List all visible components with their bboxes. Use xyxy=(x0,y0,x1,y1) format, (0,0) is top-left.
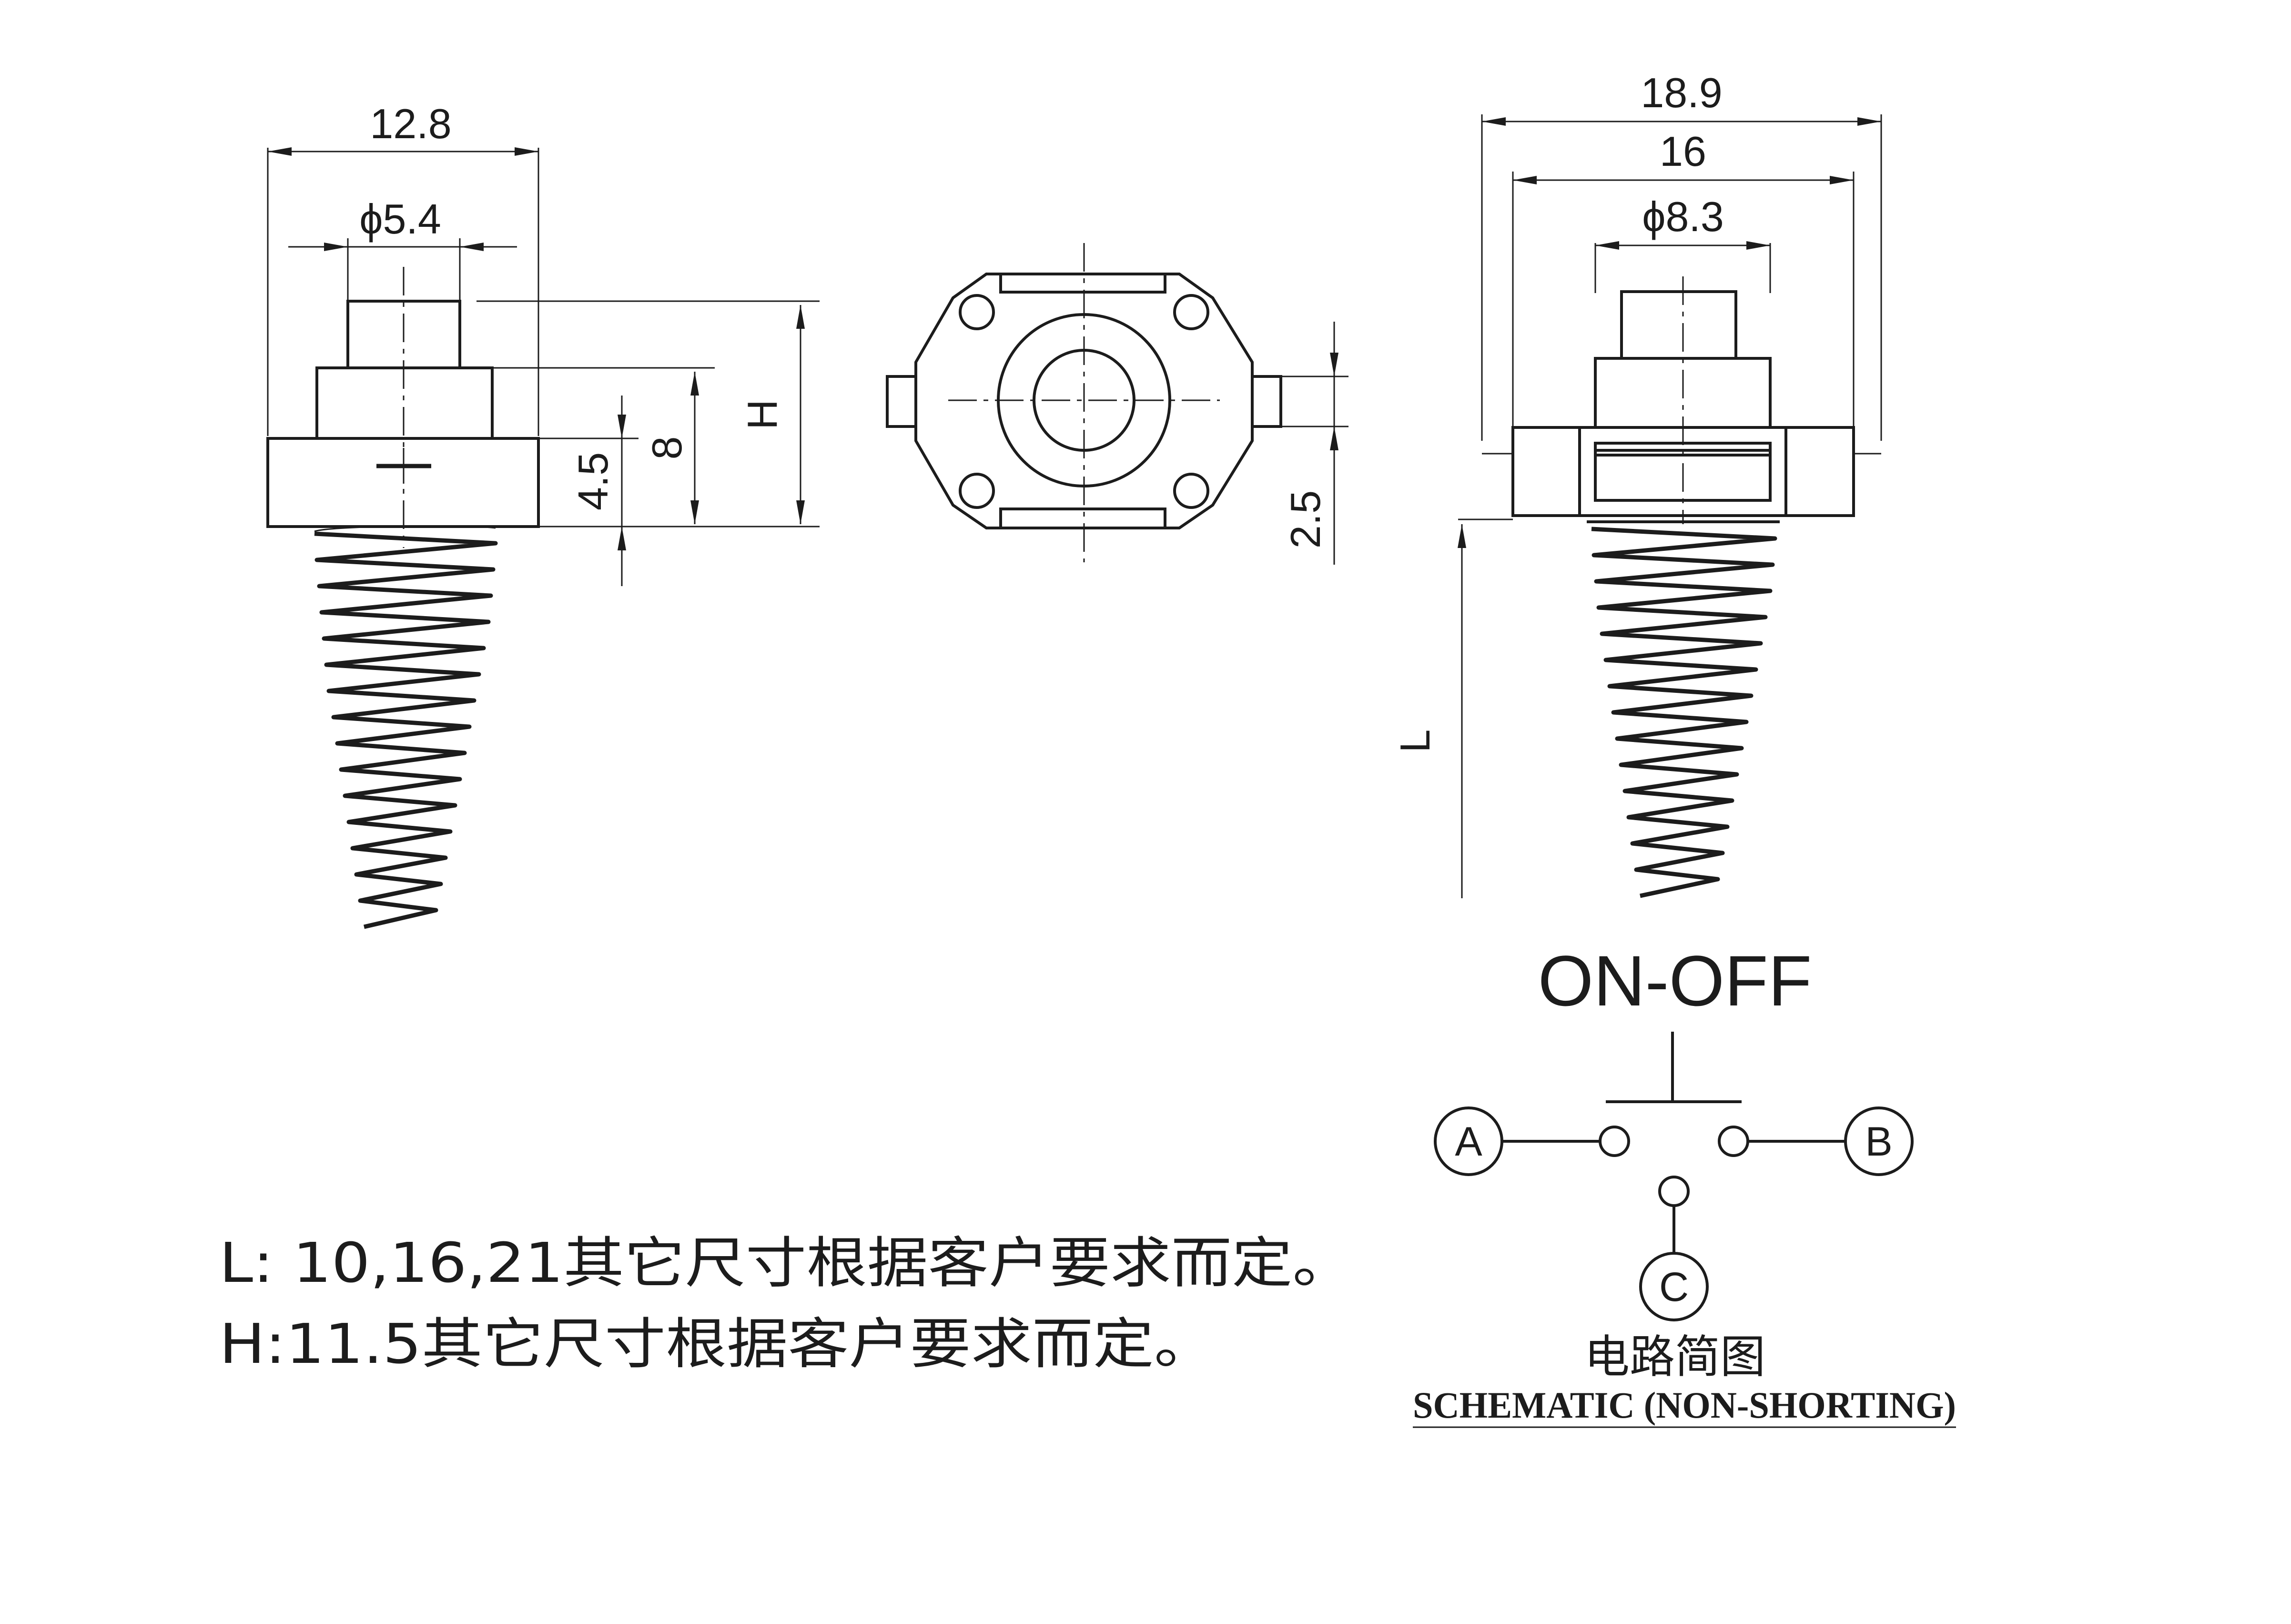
terminal-a-label: A xyxy=(1455,1119,1482,1165)
dim-16: 16 xyxy=(1660,128,1706,175)
top-view: 2.5 xyxy=(886,243,1348,565)
terminal-b-circle xyxy=(1844,1106,1914,1176)
note-line-1: L: 10,16,21其它尺寸根据客户要求而定。 xyxy=(219,1231,1353,1295)
dim-h: H xyxy=(739,399,786,430)
schematic-caption-cn: 电路简图 xyxy=(1584,1331,1765,1383)
terminal-b-label: B xyxy=(1865,1119,1892,1165)
right-side-view: 18.9 16 ϕ8.3 L xyxy=(1391,69,1882,898)
dim-18-9: 18.9 xyxy=(1641,69,1722,116)
dim-l: L xyxy=(1391,730,1439,753)
spring-left xyxy=(314,531,498,929)
schematic-title: ON-OFF xyxy=(1538,941,1812,1021)
dim-phi-8-3: ϕ8.3 xyxy=(1642,193,1724,240)
schematic: ON-OFF A B C 电路简图 SCHEMATIC (NON-SHORTIN… xyxy=(1413,941,1956,1428)
dim-8: 8 xyxy=(643,436,690,460)
terminal-c-circle xyxy=(1639,1252,1709,1321)
terminal-c-label: C xyxy=(1659,1264,1689,1310)
notes: L: 10,16,21其它尺寸根据客户要求而定。 H:11.5其它尺寸根据客户要… xyxy=(219,1231,1353,1376)
dim-phi-5-4: ϕ5.4 xyxy=(359,195,441,243)
dim-4-5: 4.5 xyxy=(569,452,617,510)
left-side-view: 12.8 ϕ5.4 H 8 xyxy=(266,100,820,929)
note-line-2: H:11.5其它尺寸根据客户要求而定。 xyxy=(219,1312,1215,1376)
dim-2-5: 2.5 xyxy=(1282,490,1329,548)
spring-right xyxy=(1591,527,1777,898)
schematic-caption-en: SCHEMATIC (NON-SHORTING) xyxy=(1413,1384,1956,1426)
dim-12-8: 12.8 xyxy=(370,100,451,147)
